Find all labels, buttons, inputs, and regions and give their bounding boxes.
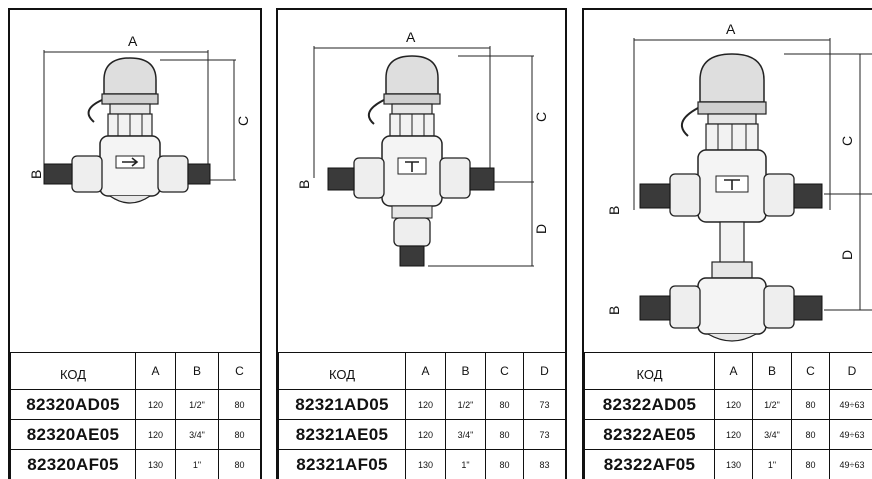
table-row: 82321AE05 120 3/4" 80 73 [278,419,565,450]
table-row: 82321AD05 120 1/2" 80 73 [278,389,565,420]
cell-a: 130 [135,449,176,479]
header-b: B [752,352,792,390]
panel-2way-valve: A C B КОД A B C 82320AD05 120 1/2" 80 82… [8,8,262,479]
header-b: B [445,352,486,390]
cell-b: 3/4" [752,419,792,450]
cell-d: 49÷63 [829,419,872,450]
cell-c: 80 [791,449,830,479]
dim-label-b-upper: B [606,206,622,215]
cell-d: 73 [523,419,565,450]
dim-label-b-lower: B [606,306,622,315]
cell-code: 82321AE05 [278,419,406,450]
header-d: D [829,352,872,390]
cell-a: 120 [135,389,176,420]
cell-b: 3/4" [445,419,486,450]
cell-code: 82320AD05 [10,389,136,420]
cell-b: 1/2" [445,389,486,420]
cell-c: 80 [791,419,830,450]
valve-drawing-4way: A C D B B [584,10,872,355]
dim-label-a: A [726,21,736,37]
dim-label-a: A [128,33,138,49]
cell-b: 3/4" [175,419,219,450]
cell-a: 130 [714,449,753,479]
cell-code: 82322AF05 [584,449,715,479]
dim-label-c: C [533,112,549,122]
cell-code: 82320AF05 [10,449,136,479]
dim-label-a: A [406,29,416,45]
cell-c: 80 [485,419,524,450]
dim-label-d: D [839,250,855,260]
cell-c: 80 [485,389,524,420]
spec-table-2way: КОД A B C 82320AD05 120 1/2" 80 82320AE0… [10,352,260,479]
dim-label-c: C [839,136,855,146]
cell-c: 80 [791,389,830,420]
header-b: B [175,352,219,390]
table-row: 82320AD05 120 1/2" 80 [10,389,260,420]
header-d: D [523,352,565,390]
cell-a: 120 [405,419,446,450]
cell-d: 49÷63 [829,389,872,420]
cell-b: 1" [445,449,486,479]
cell-a: 120 [714,389,753,420]
dim-label-b: B [28,170,44,179]
cell-d: 73 [523,389,565,420]
cell-a: 120 [714,419,753,450]
cell-c: 80 [218,389,260,420]
cell-a: 130 [405,449,446,479]
table-row: 82322AF05 130 1" 80 49÷63 [584,449,872,479]
valve-diagram-4way: A C D B B [606,21,872,342]
cell-code: 82322AE05 [584,419,715,450]
valve-diagram-3way: A C D B [296,29,549,267]
header-code: КОД [584,352,715,390]
cell-d: 49÷63 [829,449,872,479]
header-a: A [405,352,446,390]
header-code: КОД [10,352,136,390]
header-c: C [791,352,830,390]
cell-c: 80 [218,419,260,450]
dim-label-b: B [296,180,312,189]
dim-label-d: D [533,224,549,234]
cell-code: 82322AD05 [584,389,715,420]
table-row: 82320AF05 130 1" 80 [10,449,260,479]
cell-code: 82320AE05 [10,419,136,450]
table-row: 82321AF05 130 1" 80 83 [278,449,565,479]
table-header-row: КОД A B C D [278,352,565,390]
cell-c: 80 [485,449,524,479]
valve-drawing-2way: A C B [10,10,260,355]
header-a: A [135,352,176,390]
valve-diagram-2way: A C B [28,33,251,204]
valve-drawing-3way: A C D B [278,10,565,355]
cell-b: 1/2" [175,389,219,420]
panel-4way-valve: A C D B B КОД A B C D 82322AD05 120 1/2"… [582,8,872,479]
table-header-row: КОД A B C D [584,352,872,390]
table-row: 82322AE05 120 3/4" 80 49÷63 [584,419,872,450]
cell-code: 82321AD05 [278,389,406,420]
header-c: C [218,352,260,390]
header-a: A [714,352,753,390]
cell-a: 120 [135,419,176,450]
header-c: C [485,352,524,390]
cell-a: 120 [405,389,446,420]
cell-b: 1/2" [752,389,792,420]
cell-b: 1" [752,449,792,479]
table-row: 82322AD05 120 1/2" 80 49÷63 [584,389,872,420]
dim-label-c: C [235,116,251,126]
cell-c: 80 [218,449,260,479]
cell-code: 82321AF05 [278,449,406,479]
cell-d: 83 [523,449,565,479]
header-code: КОД [278,352,406,390]
panel-3way-valve: A C D B КОД A B C D 82321AD05 120 1/2" 8… [276,8,567,479]
spec-table-4way: КОД A B C D 82322AD05 120 1/2" 80 49÷63 … [584,352,872,479]
cell-b: 1" [175,449,219,479]
table-row: 82320AE05 120 3/4" 80 [10,419,260,450]
spec-table-3way: КОД A B C D 82321AD05 120 1/2" 80 73 823… [278,352,565,479]
table-header-row: КОД A B C [10,352,260,390]
